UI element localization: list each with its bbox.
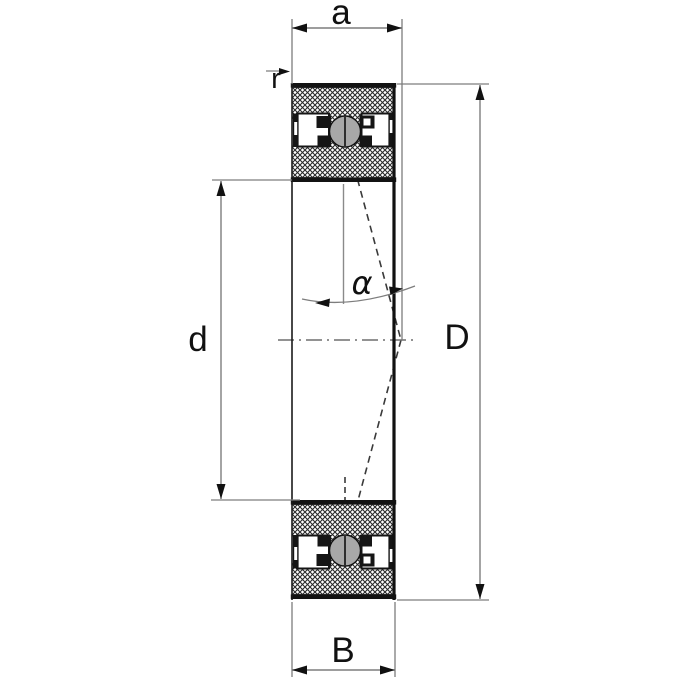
arrowhead-D-top bbox=[475, 85, 485, 100]
arrowhead-B-left bbox=[292, 665, 307, 675]
label-D: D bbox=[444, 318, 469, 357]
cage-rail-left-top bbox=[316, 116, 331, 128]
arrowhead-a-right bbox=[387, 23, 402, 33]
label-a: a bbox=[331, 0, 351, 32]
bore-surface-line bbox=[290, 177, 397, 182]
outer-surface-line bbox=[290, 83, 397, 88]
cage-rail-right-bottom bbox=[359, 135, 372, 147]
arrowhead-alpha-right bbox=[389, 286, 403, 295]
seal-left-groove bbox=[294, 122, 298, 135]
arrowhead-alpha-left bbox=[315, 298, 330, 307]
cage-rail-left-bottom bbox=[317, 135, 331, 147]
arrowhead-d-bottom bbox=[216, 484, 226, 499]
arrowhead-a-left bbox=[292, 23, 307, 33]
seal-right-groove bbox=[389, 120, 393, 133]
label-r: r bbox=[271, 63, 281, 95]
label-B: B bbox=[331, 631, 354, 670]
cage-rail-right-top-slot bbox=[363, 118, 371, 126]
label-alpha: α bbox=[351, 264, 372, 302]
arrowhead-B-right bbox=[380, 665, 395, 675]
bearing-section-bottom bbox=[289, 499, 398, 600]
bearing-section-top bbox=[290, 83, 397, 182]
angle-arc bbox=[301, 285, 416, 304]
label-d: d bbox=[188, 320, 207, 359]
arrowhead-r bbox=[279, 68, 290, 75]
arrowhead-D-bottom bbox=[475, 584, 485, 599]
arrowhead-d-top bbox=[216, 181, 226, 196]
